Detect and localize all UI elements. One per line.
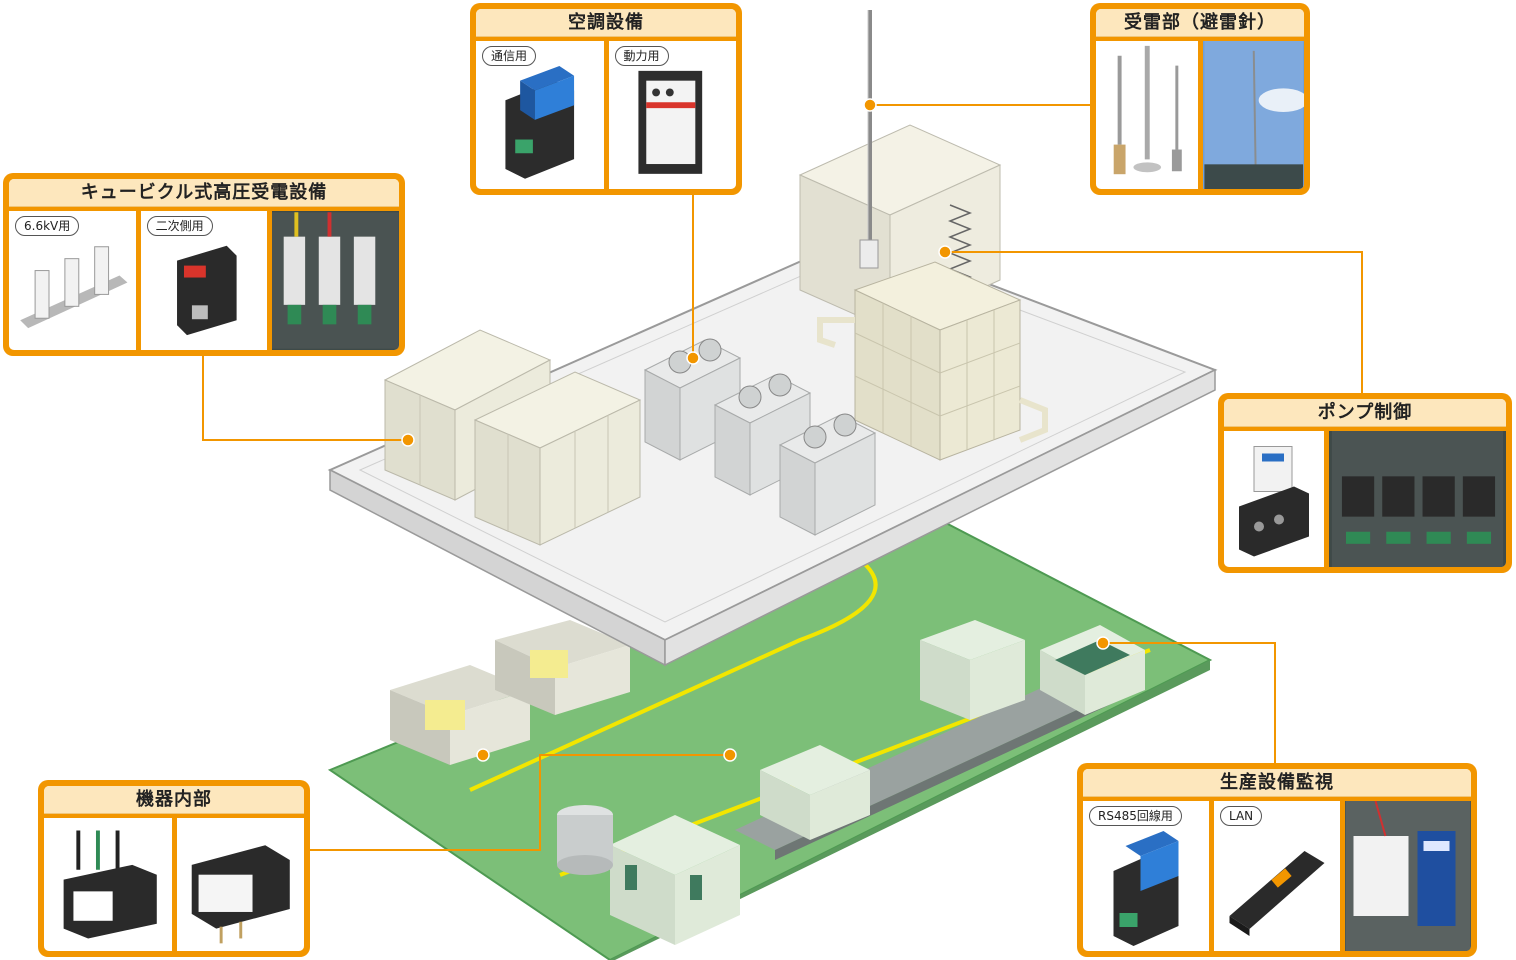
connector-lines [202, 104, 1363, 851]
callout-title: キュービクル式高圧受電設備 [9, 179, 399, 207]
callout-lightning-receiver: 受雷部（避雷針） [1090, 3, 1310, 195]
product-tag: RS485回線用 [1089, 806, 1182, 826]
connector-equipment-internal [310, 754, 730, 851]
product-spd-rs485: RS485回線用 [1083, 801, 1209, 951]
installed-photo-image [1331, 431, 1504, 567]
surge-protector-image [176, 245, 237, 336]
ac-outdoor-unit [778, 413, 877, 536]
injection-molding-machine [495, 620, 630, 715]
callout-production-monitoring: 生産設備監視 RS485回線用 LAN [1077, 763, 1477, 957]
callout-title: ポンプ制御 [1224, 399, 1506, 427]
callout-title: 受雷部（避雷針） [1096, 9, 1304, 37]
product-tag: 二次側用 [146, 216, 213, 236]
product-tag: 通信用 [482, 46, 537, 66]
water-tank [817, 261, 1048, 461]
callout-title: 空調設備 [476, 9, 736, 37]
callout-air-conditioning: 空調設備 通信用 動力用 [470, 3, 742, 195]
callout-equipment-internal: 機器内部 [38, 780, 310, 957]
storage-tank [557, 805, 613, 875]
sky-photo-image [1203, 41, 1304, 189]
surge-protector-image [191, 845, 290, 944]
product-tag: 6.6kV用 [15, 216, 80, 236]
photo-monitoring-installed [1345, 801, 1471, 951]
product-tag: 動力用 [614, 46, 669, 66]
product-spd-internal-2 [176, 818, 304, 951]
product-spd-internal-1 [44, 818, 172, 951]
product-spd-power: 動力用 [608, 41, 736, 189]
gate-structure [920, 620, 1025, 720]
high-voltage-arrester-image [20, 246, 128, 329]
callout-pump-control: ポンプ制御 [1218, 393, 1512, 573]
photo-pump-panel-installed [1329, 431, 1506, 567]
connector-dot [1096, 636, 1110, 650]
connector-endpoints [401, 98, 1110, 762]
product-spd-communication: 通信用 [476, 41, 604, 189]
connector-dot [863, 98, 877, 112]
photo-cubicle-installed [272, 211, 399, 350]
surge-protector-image [637, 70, 702, 174]
product-spd-secondary: 二次側用 [140, 211, 268, 350]
product-spd-6-6kv: 6.6kV用 [9, 211, 136, 350]
connector-dot [723, 748, 737, 762]
callout-cubicle: キュービクル式高圧受電設備 6.6kV用 二次側用 [3, 173, 405, 356]
connector-dot [401, 433, 415, 447]
product-tag: LAN [1220, 806, 1263, 826]
inspection-machine [1040, 625, 1145, 715]
installed-photo-image [272, 212, 399, 349]
production-machines [390, 620, 1145, 945]
surge-protector-image [63, 830, 157, 939]
callout-title: 生産設備監視 [1083, 769, 1471, 797]
connector-dot [686, 351, 700, 365]
connector-production-monitoring [1103, 642, 1276, 765]
surge-protector-image [1113, 831, 1179, 946]
inspection-machine [760, 745, 870, 840]
surge-protector-image [1229, 851, 1325, 936]
photo-lightning-rod-installed [1202, 41, 1304, 189]
lightning-rod-image [1113, 45, 1182, 175]
connector-cubicle [202, 355, 408, 441]
connector-dot [476, 748, 490, 762]
surge-protector-image [505, 65, 575, 179]
callout-title: 機器内部 [44, 786, 304, 814]
product-spd-lan: LAN [1214, 801, 1340, 951]
surge-protector-image [1239, 446, 1309, 557]
clean-room-booth [610, 815, 740, 945]
connector-dot [938, 245, 952, 259]
connector-pump-control [945, 251, 1363, 397]
product-spd-pump [1224, 431, 1324, 567]
product-air-terminals [1096, 41, 1198, 189]
cubicle-panels [383, 329, 642, 546]
installed-photo-image [1345, 801, 1471, 951]
lightning-rod-mast [859, 10, 879, 269]
